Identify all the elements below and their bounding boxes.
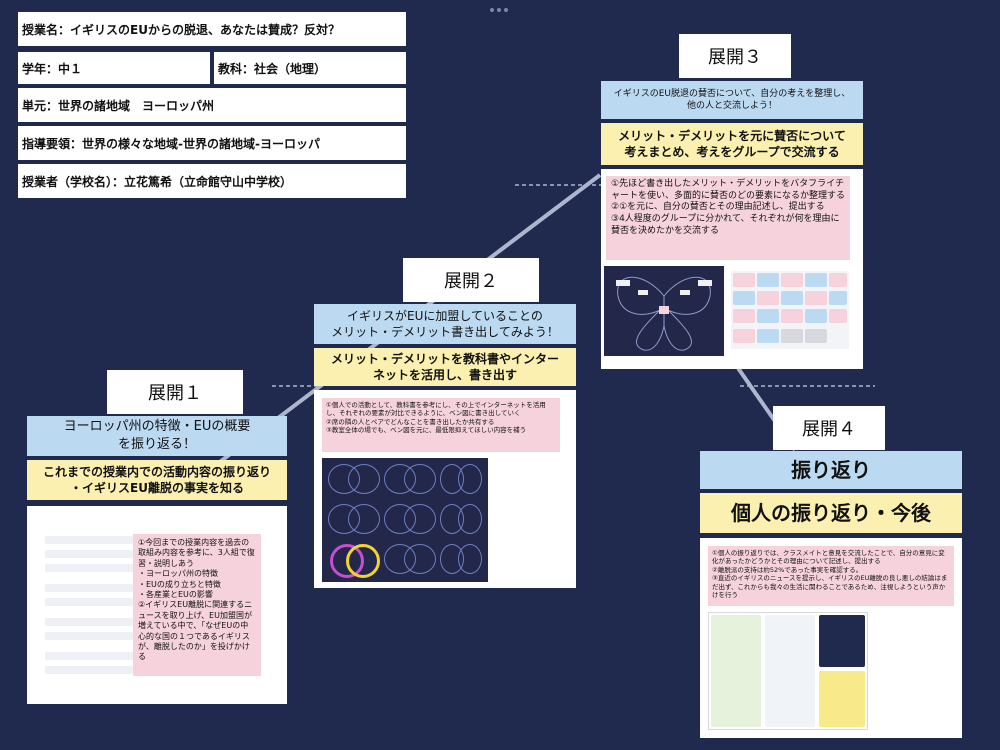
stage4-notes: ①個人の振り返りでは、クラスメイトと意見を交流したことで、自分の意見に変化があっ… [708,546,954,606]
stage4-goal: 振り返り [700,451,962,489]
stage1-file-list-thumbnail [45,536,135,686]
stage3-label: 展開３ [679,34,791,78]
stage3-card: ①先ほど書き出したメリット・デメリットをバタフライチャートを使い、多面的に賛否の… [601,169,863,369]
stage1-activity: これまでの授業内での活動内容の振り返り ・イギリスEU離脱の事実を知る [27,460,287,500]
stage1-notes: ①今回までの授業内容を過去の取組み内容を参考に、3人組で復習・説明しあう ・ヨー… [133,534,261,676]
lesson-grade: 学年：中１ [18,52,210,84]
stage1-label: 展開１ [107,370,243,414]
stage4-card: ①個人の振り返りでは、クラスメイトと意見を交流したことで、自分の意見に変化があっ… [700,538,962,738]
stage3-notes: ①先ほど書き出したメリット・デメリットをバタフライチャートを使い、多面的に賛否の… [606,176,850,260]
stage3-activity: メリット・デメリットを元に賛否について 考えまとめ、考えをグループで交流する [601,123,863,165]
lesson-guideline: 指導要領：世界の様々な地域-世界の諸地域-ヨーロッパ [18,126,406,160]
stage3-sticky-notes-thumbnail [731,271,849,349]
lesson-subject: 教科：社会（地理） [214,52,406,84]
stage1-card: ①今回までの授業内容を過去の取組み内容を参考に、3人組で復習・説明しあう ・ヨー… [27,506,287,704]
stage2-goal: イギリスがEUに加盟していることの メリット・デメリット書き出してみよう！ [314,304,576,344]
lesson-unit: 単元：世界の諸地域 ヨーロッパ州 [18,88,406,122]
stage3-butterfly-chart-thumbnail [604,266,724,356]
stage2-activity: メリット・デメリットを教科書やインター ネットを活用し、書き出す [314,348,576,386]
stage2-venn-diagram-thumbnail [322,458,488,582]
stage4-reflection-sheet-thumbnail [708,612,868,730]
lesson-title: 授業名：イギリスのEUからの脱退、あなたは賛成？反対？ [18,12,406,46]
stage2-label: 展開２ [403,258,539,302]
stage2-notes: ①個人での活動として、教科書を参考にし、その上でインターネットを活用し、それぞれ… [322,398,560,452]
drag-handle[interactable] [490,8,510,12]
stage1-goal: ヨーロッパ州の特徴・EUの概要 を振り返る！ [27,416,287,456]
stage4-activity: 個人の振り返り・今後 [700,493,962,533]
lesson-teacher: 授業者（学校名）：立花篤希（立命館守山中学校） [18,164,406,198]
stage4-label: 展開４ [773,406,885,450]
stage2-card: ①個人での活動として、教科書を参考にし、その上でインターネットを活用し、それぞれ… [314,390,576,588]
stage3-goal: イギリスのEU脱退の賛否について、自分の考えを整理し、 他の人と交流しよう！ [601,81,863,119]
butterfly-chart-sketch [616,276,712,351]
